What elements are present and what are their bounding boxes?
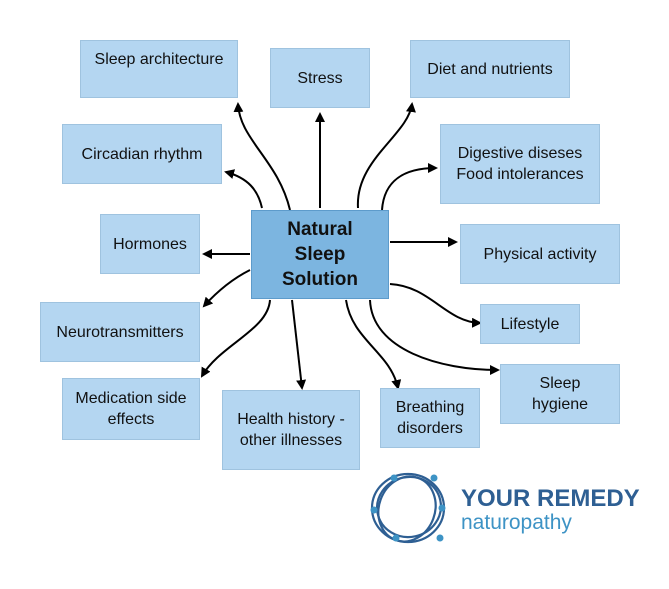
logo-brand-text: YOUR REMEDY — [461, 485, 640, 512]
edge-neurotransmitters — [202, 269, 251, 308]
node-physical-activity: Physical activity — [460, 224, 620, 284]
edge-sleep-hygiene — [369, 299, 500, 375]
node-sleep-architecture: Sleep architecture — [80, 40, 238, 98]
node-lifestyle: Lifestyle — [480, 304, 580, 344]
logo-sub-text: naturopathy — [461, 511, 572, 534]
node-stress: Stress — [270, 48, 370, 108]
edge-digestive-diseases — [381, 163, 438, 211]
edge-sleep-architecture — [233, 102, 291, 211]
node-circadian-rhythm: Circadian rhythm — [62, 124, 222, 184]
edge-medication-side-effects — [200, 299, 271, 378]
edge-lifestyle — [389, 283, 482, 328]
node-breathing-disorders: Breathing disorders — [380, 388, 480, 448]
edge-health-history — [291, 299, 307, 390]
edge-circadian-rhythm — [224, 169, 263, 209]
ring-logo-icon — [370, 472, 446, 544]
edge-breathing-disorders — [345, 299, 402, 390]
node-neurotransmitters: Neurotransmitters — [40, 302, 200, 362]
node-hormones: Hormones — [100, 214, 200, 274]
node-health-history: Health history - other illnesses — [222, 390, 360, 470]
node-digestive-diseases: Digestive diseses Food intolerances — [440, 124, 600, 204]
node-sleep-hygiene: Sleep hygiene — [500, 364, 620, 424]
node-medication-side-effects: Medication side effects — [62, 378, 200, 440]
edge-diet-and-nutrients — [356, 102, 416, 209]
node-diet-and-nutrients: Diet and nutrients — [410, 40, 570, 98]
node-center-natural-sleep-solution: Natural Sleep Solution — [251, 210, 389, 299]
